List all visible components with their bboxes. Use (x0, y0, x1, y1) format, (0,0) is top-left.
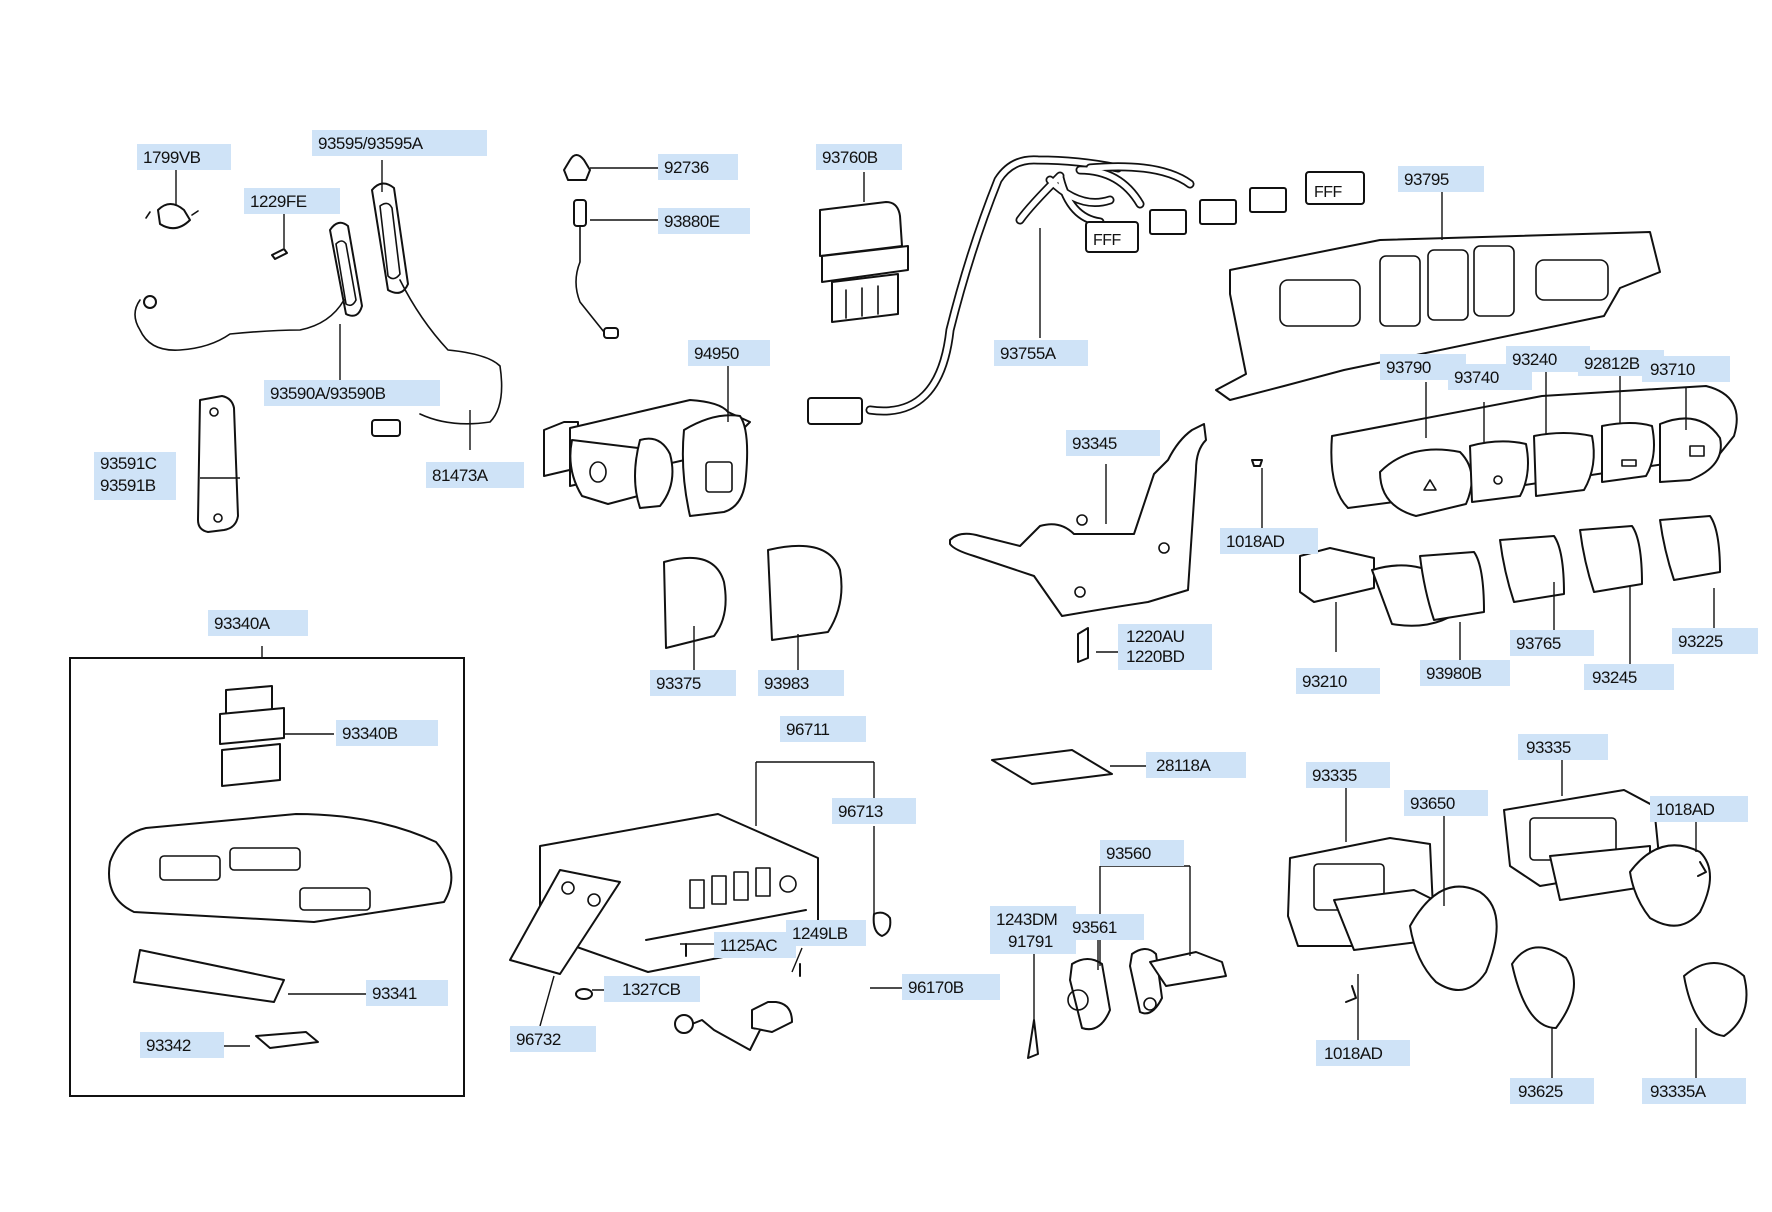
label-93740: 93740 (1454, 368, 1499, 387)
label-92812b: 92812B (1584, 354, 1640, 373)
label-93983: 93983 (764, 674, 809, 693)
bracket-93345-drawing (949, 423, 1207, 617)
label-93591b: 93591B (100, 476, 156, 495)
label-backgrounds (94, 130, 1758, 1104)
harness-93755a-drawing: FFF FFF (807, 155, 1365, 425)
screw-1220au-drawing (1077, 627, 1089, 663)
label-93765: 93765 (1516, 634, 1561, 653)
label-93590: 93590A/93590B (270, 384, 386, 403)
box-93340a-frame (69, 657, 465, 1097)
knobs-drawing (1419, 515, 1721, 621)
label-93625: 93625 (1518, 1082, 1563, 1101)
lamp-93335-left-drawing (1287, 837, 1498, 1003)
label-1220bd: 1220BD (1126, 647, 1185, 666)
label-1125ac: 1125AC (720, 936, 777, 955)
label-96713: 96713 (838, 802, 883, 821)
lens-93375-drawing (663, 557, 727, 649)
panel-93795-drawing (1215, 231, 1661, 401)
bulb-socket-drawing (563, 154, 619, 339)
label-93375: 93375 (656, 674, 701, 693)
label-93880e: 93880E (664, 212, 720, 231)
label-93650: 93650 (1410, 794, 1455, 813)
label-93595: 93595/93595A (318, 134, 424, 153)
label-93340a: 93340A (214, 614, 271, 633)
label-93210: 93210 (1302, 672, 1347, 691)
label-96170b: 96170B (908, 978, 964, 997)
label-93340b: 93340B (342, 724, 398, 743)
label-93760b: 93760B (822, 148, 878, 167)
switch-row-drawing (1330, 385, 1738, 517)
plate-93591-drawing (197, 395, 239, 533)
label-28118a-drawing (991, 749, 1113, 785)
label-93710: 93710 (1650, 360, 1695, 379)
label-93335-a: 93335 (1312, 766, 1357, 785)
part-drawings: FFF FFF (69, 154, 1748, 1097)
svg-text:FFF: FFF (1093, 232, 1122, 249)
label-93341: 93341 (372, 984, 417, 1003)
label-93560: 93560 (1106, 844, 1151, 863)
label-93755a: 93755A (1000, 344, 1057, 363)
clip-1799vb-drawing (145, 203, 199, 230)
label-1249lb: 1249LB (792, 924, 848, 943)
label-94950: 94950 (694, 344, 739, 363)
label-93345: 93345 (1072, 434, 1117, 453)
switch-93760b-drawing (819, 201, 909, 323)
label-93561: 93561 (1072, 918, 1117, 937)
screw-1229fe-drawing (271, 248, 288, 260)
label-91791: 91791 (1008, 932, 1053, 951)
label-93245: 93245 (1592, 668, 1637, 687)
label-93795: 93795 (1404, 170, 1449, 189)
label-96732: 96732 (516, 1030, 561, 1049)
label-92736: 92736 (664, 158, 709, 177)
label-1018ad-c: 1018AD (1324, 1044, 1383, 1063)
label-1229fe: 1229FE (250, 192, 307, 211)
label-96711: 96711 (786, 720, 830, 739)
label-1243dm: 1243DM (996, 910, 1057, 929)
door-lamp-drawing (134, 182, 503, 437)
label-1799vb: 1799VB (143, 148, 201, 167)
label-93342: 93342 (146, 1036, 191, 1055)
switch-94950-drawing (543, 399, 751, 517)
label-93980b: 93980B (1426, 664, 1482, 683)
label-93335a: 93335A (1650, 1082, 1707, 1101)
label-28118a: 28118A (1156, 756, 1212, 775)
lamp-93335-right-drawing (1503, 789, 1748, 1037)
label-93790: 93790 (1386, 358, 1431, 377)
svg-text:FFF: FFF (1314, 184, 1343, 201)
label-93240: 93240 (1512, 350, 1557, 369)
label-93591c: 93591C (100, 454, 157, 473)
label-81473a: 81473A (432, 466, 489, 485)
labels: 1799VB 93595/93595A 1229FE 93590A/93590B… (100, 134, 1723, 1101)
label-93225: 93225 (1678, 632, 1723, 651)
console-93340a-drawing (108, 685, 453, 1049)
label-1018ad-b: 1018AD (1656, 800, 1715, 819)
label-1327cb: 1327CB (622, 980, 681, 999)
lens-93983-drawing (767, 544, 843, 641)
label-1018ad-a: 1018AD (1226, 532, 1285, 551)
socket-93560-drawing (1027, 948, 1227, 1059)
label-93335-b: 93335 (1526, 738, 1571, 757)
label-1220au: 1220AU (1126, 627, 1184, 646)
